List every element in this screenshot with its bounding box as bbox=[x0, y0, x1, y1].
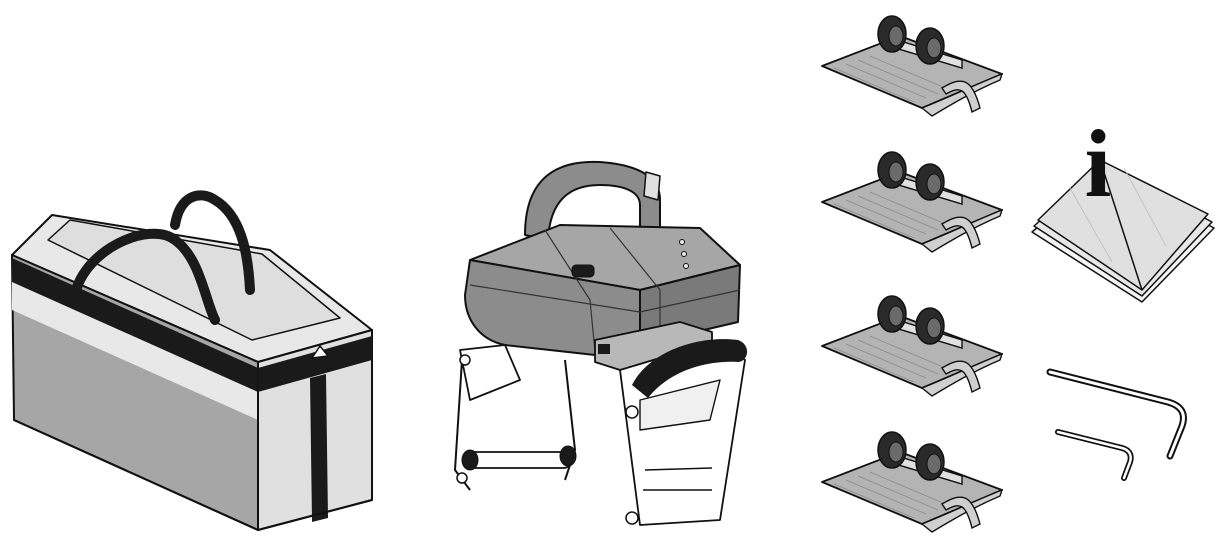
roller-guide-icon bbox=[821, 15, 1003, 117]
hex-key-icon bbox=[1046, 368, 1187, 481]
roller-guide-icon bbox=[821, 151, 1003, 253]
info-manual-icon bbox=[1031, 159, 1215, 303]
carry-bag-icon bbox=[11, 190, 373, 531]
roller-guide-icon bbox=[821, 295, 1003, 397]
info-letter: i bbox=[1085, 110, 1112, 217]
machine-unit-icon bbox=[454, 160, 748, 526]
roller-guide-icon bbox=[821, 431, 1003, 533]
